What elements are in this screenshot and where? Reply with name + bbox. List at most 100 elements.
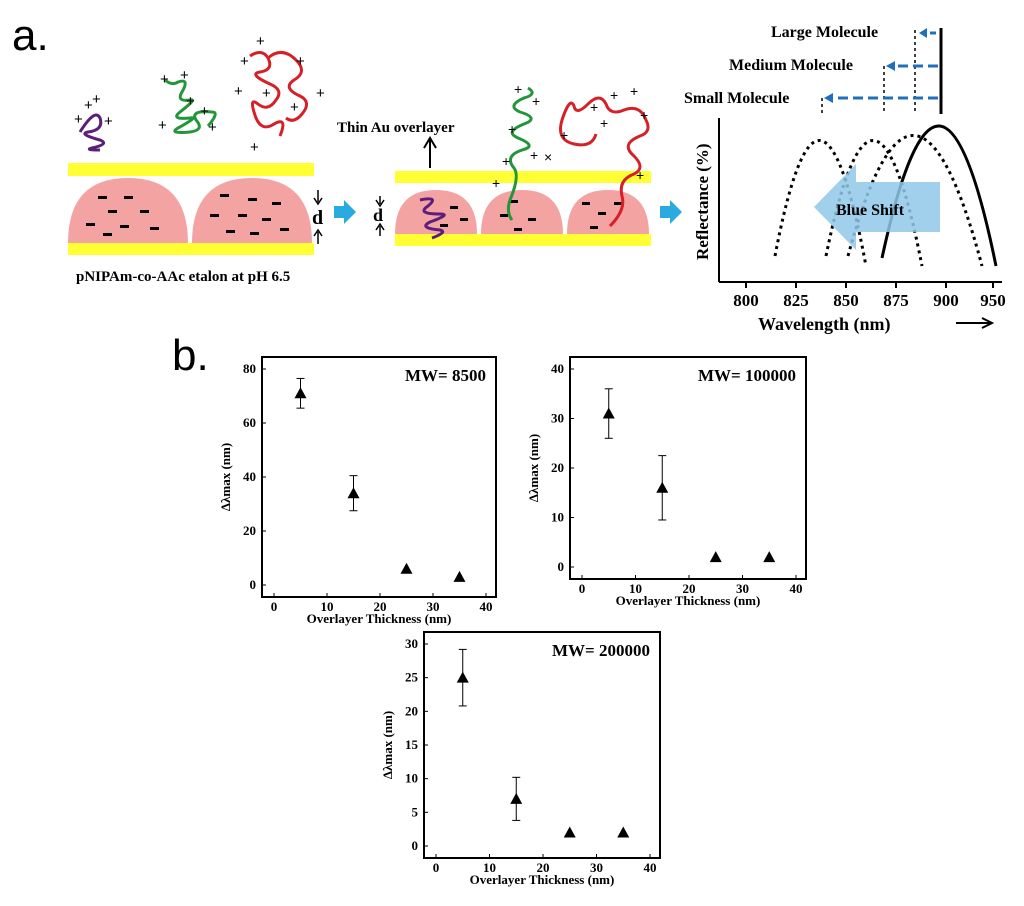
au-bottom-layer [395,234,651,246]
y-tick-label: 60 [243,415,256,430]
y-tick-label: 40 [243,469,256,484]
x-tick-label: 20 [683,581,696,596]
x-tick-label: 40 [790,581,803,596]
microgel [395,190,477,234]
svg-text:+: + [250,139,259,156]
svg-text:+: + [158,117,167,134]
data-point [400,562,413,574]
gap-label: d [312,207,323,229]
svg-text:+: + [530,147,538,163]
au-top-layer [68,163,314,176]
spectrum-tick-label: 800 [733,291,759,310]
svg-text:+: + [84,97,93,114]
y-tick-label: 0 [412,838,419,853]
negative-charges [86,194,289,236]
data-point [617,826,630,838]
svg-text:+: + [180,67,189,84]
gap-marker [375,196,385,236]
positive-charges: ++++++ ×+++++++ [492,81,648,191]
gap-label: d [373,205,383,225]
y-axis-label: Δλmax (nm) [380,711,395,779]
data-point [709,551,722,563]
y-tick-label: 30 [405,636,418,651]
svg-text:+: + [640,107,648,123]
x-axis-label: Overlayer Thickness (nm) [616,593,761,608]
svg-text:+: + [514,81,522,97]
wavelength-xlabel: Wavelength (nm) [758,314,891,335]
svg-text:+: + [630,83,638,99]
data-point [453,570,466,582]
data-point [563,826,576,838]
process-arrow-1 [334,200,356,224]
svg-text:+: + [610,87,618,103]
svg-text:×: × [544,149,552,165]
chart-title: MW= 100000 [698,366,796,385]
svg-text:+: + [208,119,217,136]
y-tick-label: 80 [243,361,256,376]
data-point [602,407,615,419]
medium-molecule [164,78,217,134]
etalon-with-overlayer: d Thin Au overlayer ++++++ ×+++++++ [337,81,651,246]
au-overlayer [395,171,651,183]
chart-title: MW= 200000 [552,641,650,660]
y-tick-label: 0 [250,577,257,592]
y-axis-label: Δλmax (nm) [526,434,541,502]
y-tick-label: 40 [551,361,564,376]
au-bottom-layer [68,243,314,255]
small-molecule-label: Small Molecule [684,90,789,107]
plot-frame [423,631,661,859]
data-point [763,551,776,563]
spectrum-tick-label: 825 [783,291,809,310]
reflectance-ylabel: Reflectance (%) [693,143,712,260]
svg-text:+: + [590,99,598,115]
x-tick-label: 10 [483,860,496,875]
blue-shift-label: Blue Shift [836,202,905,219]
gap-marker [313,190,323,244]
data-point [294,387,307,399]
svg-text:+: + [316,85,325,102]
data-point [510,792,523,804]
plot-frame [569,356,807,580]
svg-text:+: + [104,113,113,130]
overlayer-label: Thin Au overlayer [337,120,455,136]
spectrum-tick-label: 875 [883,291,909,310]
y-tick-label: 15 [405,737,419,752]
small-molecule [78,113,106,152]
y-tick-label: 0 [558,559,565,574]
spectrum-tick-label: 950 [980,291,1006,310]
y-tick-label: 10 [551,510,564,525]
negative-charges [440,200,622,231]
data-point [656,481,669,493]
microgel [481,190,563,234]
x-tick-label: 20 [374,599,387,614]
blue-shift-arrow [814,164,940,250]
x-tick-label: 40 [644,860,657,875]
etalon-caption: pNIPAm-co-AAc etalon at pH 6.5 [76,269,290,285]
svg-text:+: + [600,115,608,131]
svg-text:+: + [290,99,299,116]
chart-title: MW= 8500 [405,366,486,385]
x-axis-label: Overlayer Thickness (nm) [470,872,615,887]
y-tick-label: 25 [405,670,419,685]
svg-text:+: + [560,127,568,143]
svg-text:+: + [74,111,83,128]
medium-molecule-label: Medium Molecule [729,57,853,74]
data-point [456,671,469,683]
plot-frame [261,356,497,598]
x-tick-label: 0 [271,599,278,614]
svg-text:+: + [502,153,510,169]
medium-molecule [506,86,534,221]
y-tick-label: 20 [405,703,418,718]
y-tick-label: 10 [405,771,418,786]
process-arrow-2 [660,200,682,224]
svg-text:+: + [160,71,169,88]
x-tick-label: 10 [629,581,642,596]
svg-text:+: + [636,167,644,183]
x-tick-label: 0 [433,860,440,875]
y-axis-label: Δλmax (nm) [218,443,233,511]
svg-text:+: + [234,83,243,100]
x-tick-label: 30 [427,599,440,614]
microgel [68,178,188,243]
